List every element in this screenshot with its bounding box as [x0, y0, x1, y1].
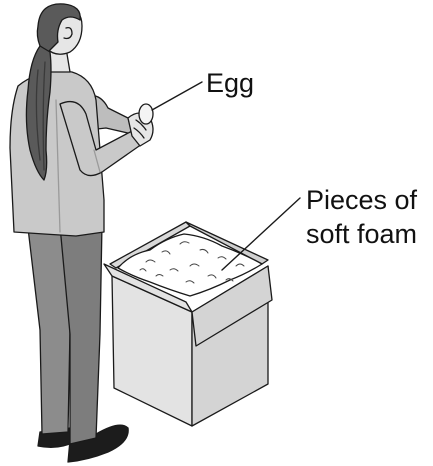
foam-box: [104, 222, 272, 426]
box-front-face: [112, 276, 192, 426]
egg-leader-line: [152, 82, 202, 110]
foam-label-line-2: soft foam: [306, 220, 417, 248]
egg-label: Egg: [206, 69, 254, 97]
foam-label-line-1: Pieces of: [306, 186, 417, 214]
egg: [139, 104, 153, 124]
